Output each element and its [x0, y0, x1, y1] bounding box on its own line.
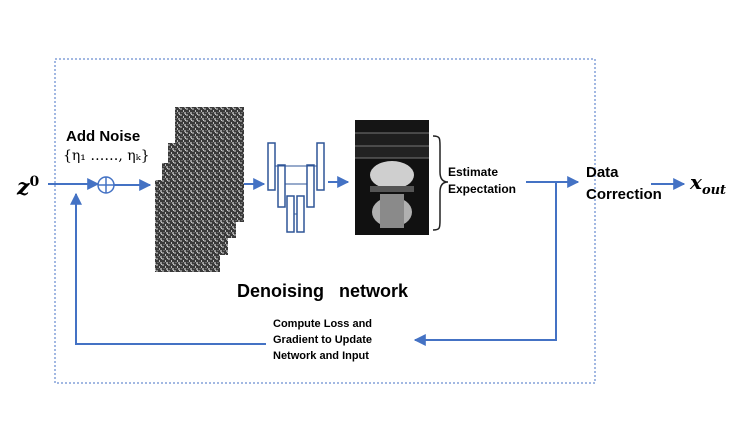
- feedback-return-path: [70, 192, 266, 345]
- feedback-label-line1: Compute Loss and: [273, 318, 373, 330]
- output-symbol: xout: [690, 170, 726, 198]
- data-correction-line2: Correction: [586, 186, 662, 203]
- denoising-network-icon: [267, 142, 325, 233]
- expectation-brace: [432, 135, 449, 231]
- sum-node-icon: [97, 176, 115, 194]
- estimate-label-line1: Estimate: [448, 165, 499, 179]
- denoising-network-label: Denoising network: [237, 281, 409, 301]
- estimate-label-line2: Expectation: [448, 182, 517, 196]
- input-symbol-superscript: 0: [29, 174, 40, 190]
- feedback-label-line2: Gradient to Update: [273, 334, 373, 346]
- output-symbol-base: x: [690, 170, 702, 194]
- outer-frame: [54, 58, 596, 384]
- feedback-label-line3: Network and Input: [273, 350, 369, 362]
- feedback-path: [413, 181, 557, 346]
- noisy-image-stack: [155, 107, 244, 272]
- data-correction-line1: Data: [586, 164, 619, 181]
- input-symbol: z0: [17, 174, 39, 200]
- input-symbol-base: z: [17, 174, 30, 201]
- output-image-stack: [355, 120, 429, 235]
- output-symbol-subscript: out: [701, 183, 727, 198]
- noise-set-label: {η₁ ……, ηₖ}: [63, 148, 150, 164]
- add-noise-label: Add Noise: [66, 128, 141, 145]
